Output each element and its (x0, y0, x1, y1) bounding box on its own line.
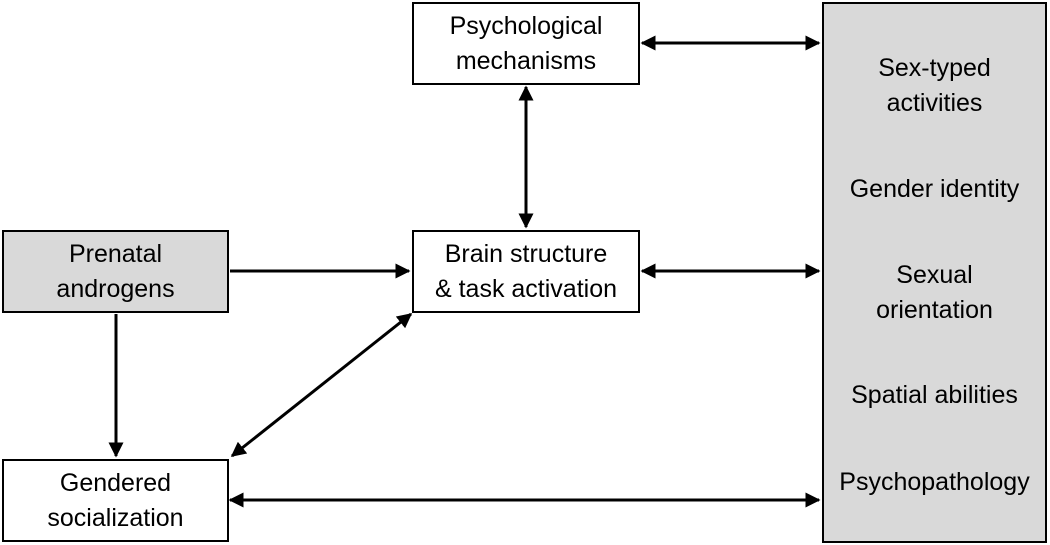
outcome-spatial-abilities: Spatial abilities (851, 381, 1018, 409)
socialization-line-2: socialization (47, 503, 184, 532)
socialization-line-1: Gendered (59, 468, 172, 497)
outcome-gender-identity: Gender identity (849, 175, 1020, 203)
outcome-sex-typed-line-2: activities (886, 89, 983, 117)
outcome-sex-typed-line-1: Sex-typed (878, 54, 991, 82)
brain-line-1: Brain structure (444, 239, 608, 268)
arrow-socialization-brain (230, 312, 413, 458)
gendered-socialization-box: Gendered socialization (2, 459, 229, 542)
psych-line-1: Psychological (449, 11, 603, 40)
brain-line-2: & task activation (434, 274, 618, 303)
outcomes-box: Sex-typed activities Gender identity Sex… (822, 2, 1047, 543)
psych-line-2: mechanisms (455, 46, 597, 75)
prenatal-androgens-box: Prenatal androgens (2, 230, 229, 313)
outcome-sexual-orientation-line-2: orientation (876, 296, 993, 324)
prenatal-line-1: Prenatal (68, 239, 163, 268)
prenatal-line-2: androgens (56, 274, 175, 303)
outcome-psychopathology: Psychopathology (839, 468, 1030, 496)
outcome-sexual-orientation-line-1: Sexual (896, 261, 973, 289)
brain-structure-box: Brain structure & task activation (412, 230, 640, 313)
psychological-mechanisms-box: Psychological mechanisms (412, 2, 640, 85)
